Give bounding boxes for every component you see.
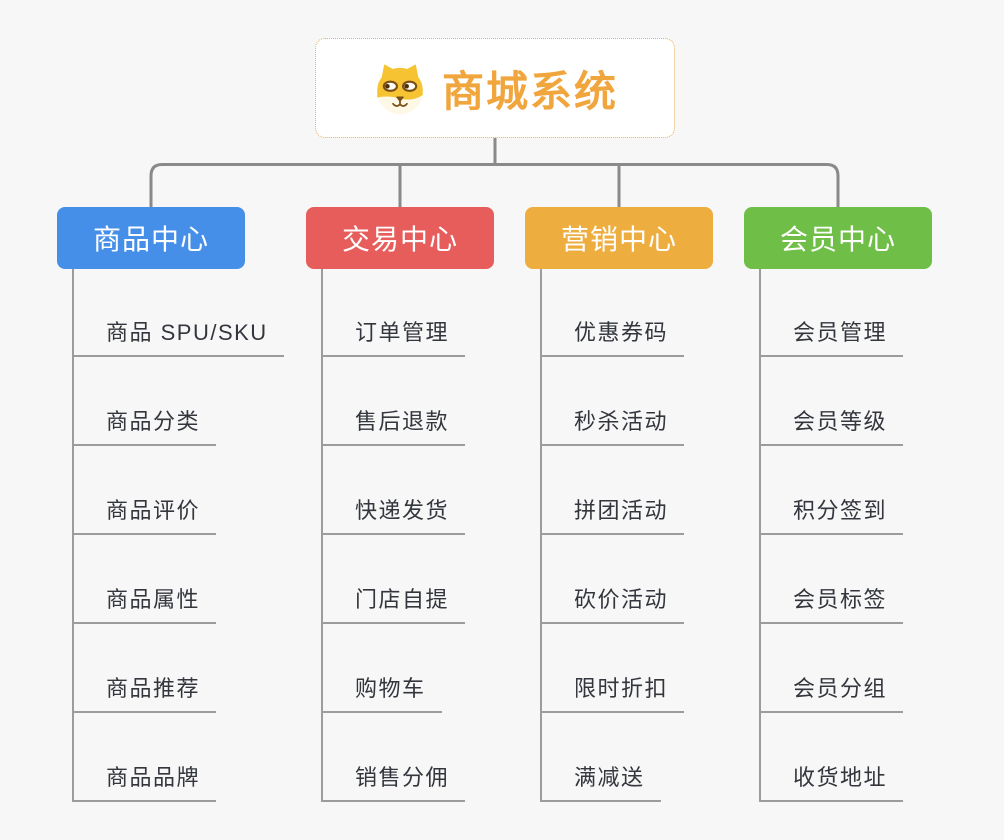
leaf-node-product-recommend[interactable]: 商品推荐 — [72, 675, 217, 713]
leaf-node-member-management[interactable]: 会员管理 — [759, 319, 904, 357]
leaf-node-express-shipping[interactable]: 快递发货 — [321, 497, 466, 535]
branch-node-product-center[interactable]: 商品中心 — [57, 207, 245, 269]
leaf-node-member-groups[interactable]: 会员分组 — [759, 675, 904, 713]
leaf-node-shopping-cart[interactable]: 购物车 — [321, 675, 442, 713]
leaf-node-flash-sale[interactable]: 秒杀活动 — [540, 408, 685, 446]
leaf-node-member-level[interactable]: 会员等级 — [759, 408, 904, 446]
branch-node-trade-center[interactable]: 交易中心 — [306, 207, 494, 269]
leaf-node-sales-commission[interactable]: 销售分佣 — [321, 764, 466, 802]
branch-trunk-line — [321, 269, 323, 802]
branch-bracket-line — [149, 163, 840, 208]
leaf-node-bargain-activity[interactable]: 砍价活动 — [540, 586, 685, 624]
leaf-node-product-attribute[interactable]: 商品属性 — [72, 586, 217, 624]
leaf-node-product-brand[interactable]: 商品品牌 — [72, 764, 217, 802]
leaf-node-points-checkin[interactable]: 积分签到 — [759, 497, 904, 535]
leaf-node-member-tags[interactable]: 会员标签 — [759, 586, 904, 624]
leaf-node-product-spu-sku[interactable]: 商品 SPU/SKU — [72, 319, 284, 357]
leaf-node-spend-save-promo[interactable]: 满减送 — [540, 764, 661, 802]
root-node[interactable]: 商城系统 — [315, 38, 675, 138]
leaf-node-group-buy[interactable]: 拼团活动 — [540, 497, 685, 535]
root-node-title: 商城系统 — [441, 67, 618, 115]
branch-trunk-line — [72, 269, 74, 802]
branch-node-marketing-center[interactable]: 营销中心 — [525, 207, 713, 269]
branch-node-member-center[interactable]: 会员中心 — [744, 207, 932, 269]
leaf-node-product-review[interactable]: 商品评价 — [72, 497, 217, 535]
branch-trunk-line — [759, 269, 761, 802]
branch-trunk-line — [540, 269, 542, 802]
leaf-node-aftersale-refund[interactable]: 售后退款 — [321, 408, 466, 446]
leaf-node-product-category[interactable]: 商品分类 — [72, 408, 217, 446]
leaf-node-coupon-codes[interactable]: 优惠券码 — [540, 319, 685, 357]
leaf-node-order-management[interactable]: 订单管理 — [321, 319, 466, 357]
leaf-node-store-pickup[interactable]: 门店自提 — [321, 586, 466, 624]
dog-face-icon — [377, 64, 423, 115]
leaf-node-shipping-address[interactable]: 收货地址 — [759, 764, 904, 802]
leaf-node-limited-time-discount[interactable]: 限时折扣 — [540, 675, 685, 713]
